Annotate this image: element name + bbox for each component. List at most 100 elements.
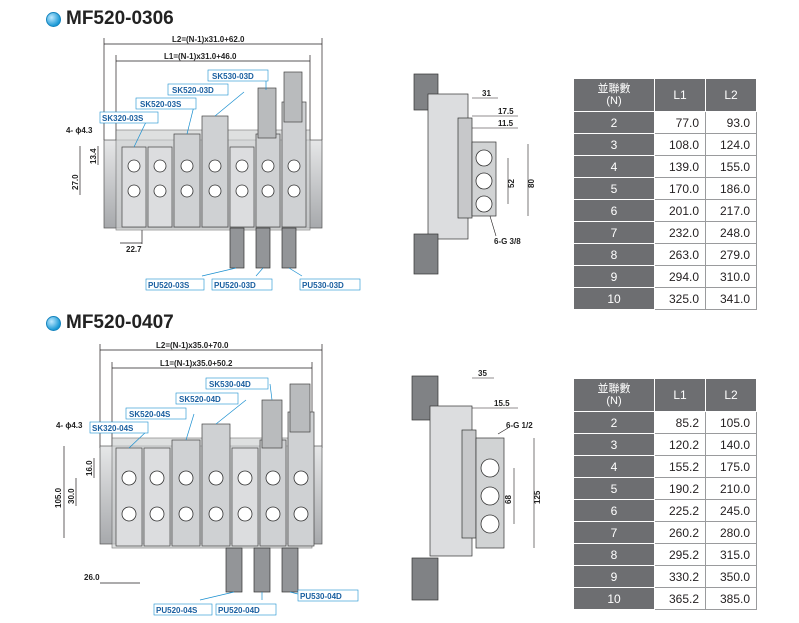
cell-n: 3 [573,133,655,156]
dim-l1: L1=(N-1)x31.0+46.0 [164,52,237,61]
cell-l2: 140.0 [705,433,757,456]
label-sk320: SK320-04S [92,424,134,433]
cell-l1: 170.0 [654,177,706,200]
cell-l1: 263.0 [654,243,706,266]
label-sk530: SK530-04D [209,380,251,389]
side-dim-e: 80 [527,179,536,188]
cell-n: 9 [573,265,655,288]
cell-l2: 217.0 [705,199,757,222]
front-view-drawing-1: L2=(N-1)x31.0+62.0 L1=(N-1)x31.0+46.0 4-… [66,35,361,291]
cell-l2: 385.0 [705,587,757,610]
dim-bottom: 22.7 [126,245,142,254]
label-pu520d: PU520-04D [218,606,260,615]
cell-l1: 201.0 [654,199,706,222]
model-title: MF520-0407 [66,312,174,333]
label-sk520: SK520-04D [179,395,221,404]
side-dim-a: 31 [482,89,491,98]
label-sk520: SK520-03D [172,86,214,95]
dim-holes: 4- ϕ4.3 [56,421,83,430]
cell-n: 9 [573,565,655,588]
dim-l2: L2=(N-1)x35.0+70.0 [156,341,229,350]
side-view-drawing-1: 31 17.5 11.5 52 80 6-G 3/8 [413,73,536,275]
label-pu530d: PU530-04D [300,592,342,601]
front-view-drawing-2: L2=(N-1)x35.0+70.0 L1=(N-1)x35.0+50.2 4-… [54,341,359,616]
side-dim-d: 68 [504,495,513,504]
cell-l1: 139.0 [654,155,706,178]
section-title-1: MF520-0306 [46,8,174,30]
cell-n: 5 [573,177,655,200]
dim-l2: L2=(N-1)x31.0+62.0 [172,35,245,44]
table-header-l1: L1 [654,378,706,412]
section-title-2: MF520-0407 [46,312,174,334]
table-header-n: 並聯數 (N) [573,78,655,112]
cell-l1: 294.0 [654,265,706,288]
cell-l2: 315.0 [705,543,757,566]
cell-l1: 85.2 [654,411,706,434]
side-dim-a: 35 [478,369,487,378]
cell-l1: 155.2 [654,455,706,478]
side-view-drawing-2: 35 15.5 6-G 1/2 68 125 [411,369,542,601]
side-dim-c: 11.5 [498,119,514,128]
dim-h1: 16.0 [85,460,94,476]
table-header-l2: L2 [705,78,757,112]
side-dim-e: 125 [533,490,542,504]
cell-l1: 225.2 [654,499,706,522]
cell-l1: 120.2 [654,433,706,456]
side-port: 6-G 3/8 [494,237,521,246]
dim-l1: L1=(N-1)x35.0+50.2 [160,359,233,368]
label-pu530d: PU530-03D [302,281,344,290]
cell-l2: 93.0 [705,111,757,134]
cell-n: 7 [573,221,655,244]
cell-l2: 350.0 [705,565,757,588]
label-sk520s: SK520-03S [140,100,182,109]
dim-h2: 27.0 [71,174,80,190]
cell-n: 8 [573,243,655,266]
cell-n: 6 [573,499,655,522]
dim-holes: 4- ϕ4.3 [66,126,93,135]
cell-l2: 310.0 [705,265,757,288]
dim-bottom: 26.0 [84,573,100,582]
dim-h3: 105.0 [54,487,63,508]
label-pu520s: PU520-04S [156,606,198,615]
cell-l1: 190.2 [654,477,706,500]
cell-n: 2 [573,411,655,434]
cell-l2: 186.0 [705,177,757,200]
dim-h1: 13.4 [89,148,98,164]
cell-l2: 210.0 [705,477,757,500]
cell-n: 4 [573,155,655,178]
table-header-n: 並聯數 (N) [573,378,655,412]
side-dim-d: 52 [507,179,516,188]
cell-l1: 77.0 [654,111,706,134]
cell-l2: 280.0 [705,521,757,544]
cell-l2: 341.0 [705,287,757,310]
cell-l2: 279.0 [705,243,757,266]
side-port: 6-G 1/2 [506,421,533,430]
cell-l2: 245.0 [705,499,757,522]
cell-n: 8 [573,543,655,566]
cell-l1: 108.0 [654,133,706,156]
cell-n: 2 [573,111,655,134]
cell-l2: 105.0 [705,411,757,434]
cell-n: 10 [573,287,655,310]
cell-n: 6 [573,199,655,222]
side-dim-b: 17.5 [498,107,514,116]
cell-l1: 330.2 [654,565,706,588]
table-header-l1: L1 [654,78,706,112]
label-sk530: SK530-03D [212,72,254,81]
